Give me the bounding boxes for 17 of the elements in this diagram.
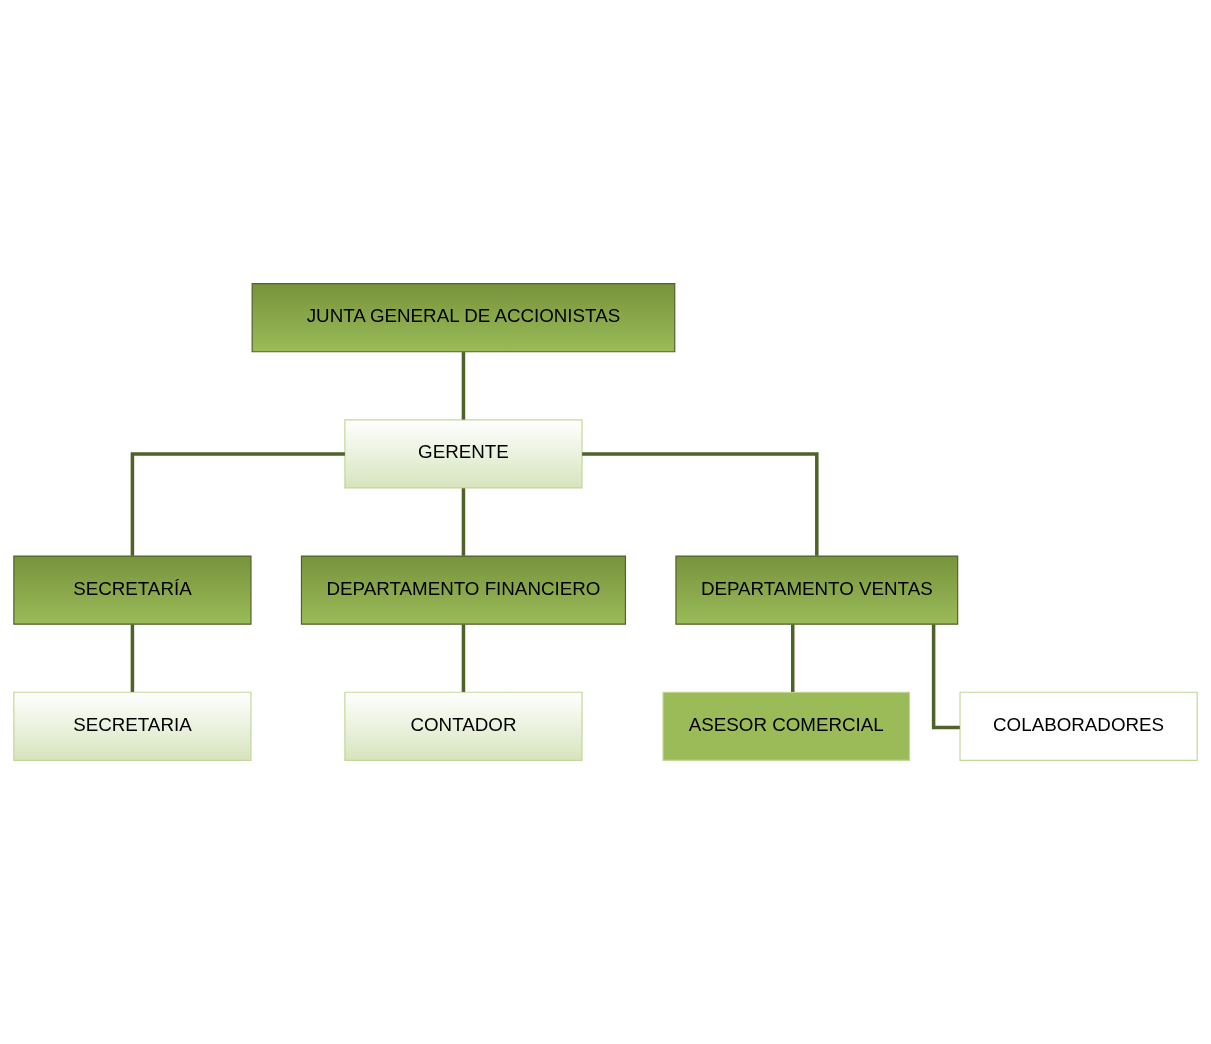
connector [931, 624, 960, 730]
connector [791, 624, 795, 692]
node-box: CONTADOR [344, 691, 583, 761]
node-box: GERENTE [344, 419, 583, 489]
node-box: COLABORADORES [959, 691, 1198, 761]
connector [461, 488, 466, 556]
node-box: SECRETARÍA [13, 555, 252, 625]
node-box: DEPARTAMENTO VENTAS [675, 555, 959, 625]
connector [130, 624, 135, 692]
node-box: JUNTA GENERAL DE ACCIONISTAS [251, 283, 676, 353]
connector [582, 452, 819, 556]
connector [130, 452, 345, 556]
node-box: DEPARTAMENTO FINANCIERO [300, 555, 627, 625]
connector [461, 352, 466, 420]
node-box: SECRETARIA [13, 691, 252, 761]
node-box: ASESOR COMERCIAL [662, 691, 911, 761]
connector [461, 624, 466, 692]
